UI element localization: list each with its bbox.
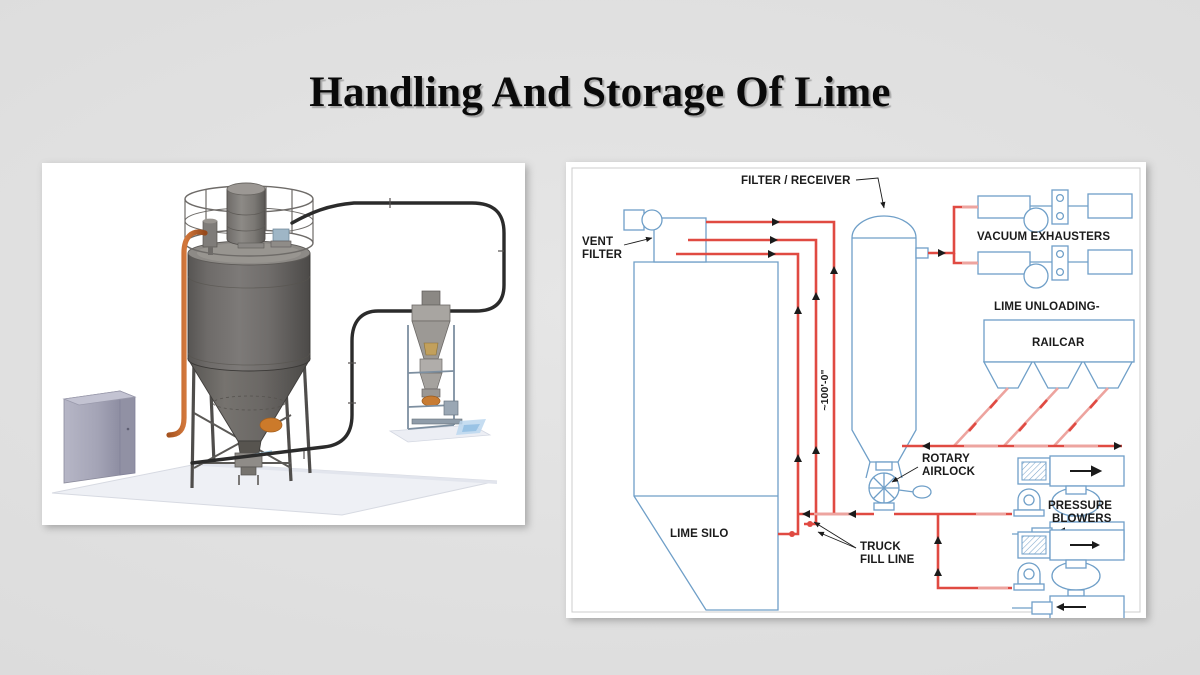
silo-body xyxy=(187,240,311,372)
flow-arrow-to-exhausters xyxy=(938,249,946,257)
silo-bin-vent-stack xyxy=(226,182,266,246)
lime-silo-3d-render-image xyxy=(42,163,525,525)
filter-receiver-vessel xyxy=(851,215,929,471)
label-lime-unloading: LIME UNLOADING- xyxy=(994,301,1100,313)
flow-arrows-pressure-line xyxy=(802,510,942,576)
label-truck-fill-line1: TRUCK xyxy=(860,541,901,553)
label-pressure-blowers-line2: BLOWERS xyxy=(1052,513,1112,525)
label-rotary-airlock-line1: ROTARY xyxy=(922,453,970,465)
lime-silo-3d-render-panel xyxy=(42,163,525,525)
label-filter-receiver: FILTER / RECEIVER xyxy=(741,175,851,187)
pipe-flange-marks xyxy=(303,198,504,459)
label-vent-filter-group: VENT FILTER xyxy=(582,236,653,261)
railcar-suction-lances xyxy=(953,387,1109,447)
copper-vent-pipe xyxy=(166,229,208,438)
label-vacuum-exhausters: VACUUM EXHAUSTERS xyxy=(977,231,1110,243)
label-lime-silo: LIME SILO xyxy=(670,528,728,540)
pressure-blower-lower-assembly xyxy=(1012,529,1125,618)
vacuum-exhauster-lower xyxy=(977,245,1133,289)
lime-conveying-diagram-panel: LIME SILO VENT FILTER FILTER / RECEIVER xyxy=(566,162,1146,618)
label-rotary-airlock-line2: AIRLOCK xyxy=(922,466,976,478)
railcar: RAILCAR xyxy=(982,319,1135,389)
flow-arrows-top xyxy=(768,218,780,258)
vacuum-exhauster-upper xyxy=(977,189,1133,233)
flow-arrow-header xyxy=(922,442,1122,450)
control-cabinet xyxy=(62,390,137,484)
flow-arrows-risers xyxy=(794,266,838,462)
label-height-dimension: ~100'-0" xyxy=(819,369,831,410)
lime-silo-vessel xyxy=(623,209,779,611)
label-rotary-airlock-group: ROTARY AIRLOCK xyxy=(891,453,976,483)
floor-slab xyxy=(51,462,498,516)
label-filter-receiver-group: FILTER / RECEIVER xyxy=(741,175,886,209)
label-pressure-blowers-line1: PRESSURE xyxy=(1048,500,1112,512)
label-railcar: RAILCAR xyxy=(1032,337,1085,349)
lime-conveying-diagram-image: LIME SILO VENT FILTER FILTER / RECEIVER xyxy=(566,162,1146,618)
cyclone-feeder-unit xyxy=(407,290,486,435)
rotary-airlock xyxy=(865,461,932,511)
silo-roof-nozzles xyxy=(202,218,292,255)
label-vent-filter-line2: FILTER xyxy=(582,249,623,261)
label-vent-filter-line1: VENT xyxy=(582,236,613,248)
truck-fill-line-group: TRUCK FILL LINE xyxy=(778,514,915,566)
label-truck-fill-line2: FILL LINE xyxy=(860,554,915,566)
conveying-lines-to-silo xyxy=(676,220,836,514)
page-title: Handling And Storage Of Lime xyxy=(309,69,891,116)
